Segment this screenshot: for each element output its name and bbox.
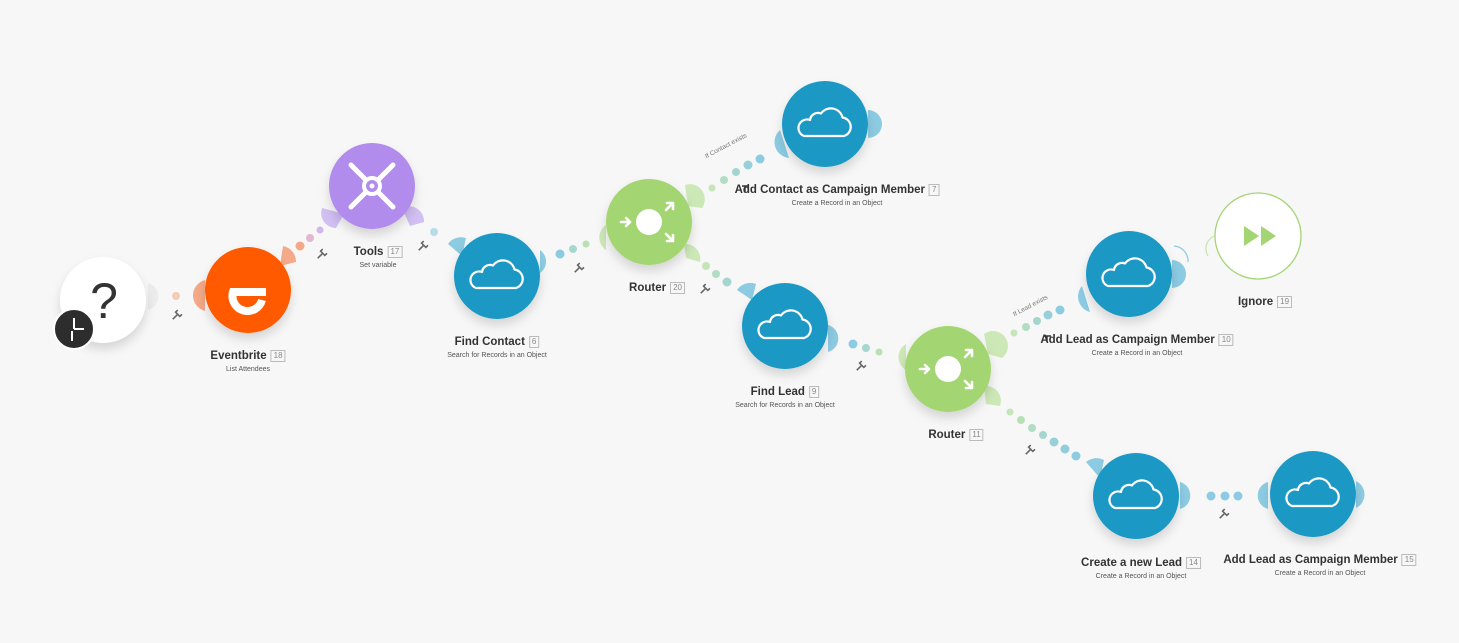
module-find-lead[interactable] bbox=[742, 283, 828, 369]
module-eventbrite[interactable] bbox=[205, 247, 291, 333]
module-router-20[interactable] bbox=[606, 179, 692, 265]
module-subtitle: List Attendees bbox=[226, 366, 270, 374]
module-subtitle: Create a Record in an Object bbox=[791, 200, 883, 208]
module-subtitle: Create a Record in an Object bbox=[1095, 573, 1187, 581]
connector-router11-addlead10[interactable] bbox=[984, 235, 1215, 358]
wrench-icon[interactable] bbox=[316, 248, 328, 260]
module-subtitle: Create a Record in an Object bbox=[1091, 350, 1183, 358]
module-number: 11 bbox=[969, 429, 984, 441]
module-number: 15 bbox=[1401, 554, 1417, 566]
module-number: 18 bbox=[270, 350, 286, 362]
connector-router20-addcontact[interactable] bbox=[685, 110, 882, 208]
module-subtitle: Set variable bbox=[359, 262, 397, 270]
connector-eventbrite-tools[interactable] bbox=[280, 226, 324, 267]
module-title: Eventbrite bbox=[210, 350, 267, 363]
cursor-mark bbox=[742, 185, 749, 192]
connector-router11-createlead[interactable] bbox=[984, 385, 1104, 478]
module-title: Tools bbox=[353, 246, 384, 259]
clock-icon[interactable] bbox=[53, 308, 95, 350]
module-router-11[interactable] bbox=[905, 326, 991, 412]
connector-createlead-addlead15[interactable] bbox=[1180, 481, 1365, 509]
module-number: 6 bbox=[528, 336, 540, 348]
module-create-lead[interactable] bbox=[1093, 453, 1179, 539]
module-title: Router bbox=[928, 429, 966, 442]
wrench-icon[interactable] bbox=[171, 309, 183, 321]
wrench-icon[interactable] bbox=[699, 283, 711, 295]
module-number: 20 bbox=[670, 282, 685, 294]
module-title: Find Lead bbox=[750, 386, 805, 399]
module-title: Router bbox=[629, 282, 667, 295]
module-tools[interactable] bbox=[329, 143, 415, 229]
module-subtitle: Create a Record in an Object bbox=[1274, 570, 1366, 578]
cursor-mark bbox=[1044, 335, 1051, 342]
module-find-contact[interactable] bbox=[454, 233, 540, 319]
module-title: Add Lead as Campaign Member bbox=[1040, 334, 1215, 347]
wrench-icon[interactable] bbox=[573, 262, 585, 274]
connector-findlead-router11[interactable] bbox=[828, 325, 906, 370]
connector-findcontact-router20[interactable] bbox=[540, 225, 606, 273]
tools-icon bbox=[348, 162, 396, 210]
wrench-icon[interactable] bbox=[855, 360, 867, 372]
module-title: Create a new Lead bbox=[1081, 557, 1183, 570]
module-number: 19 bbox=[1277, 296, 1293, 308]
module-title: Add Lead as Campaign Member bbox=[1223, 554, 1398, 567]
module-subtitle: Search for Records in an Object bbox=[735, 402, 835, 410]
connector-trigger-eventbrite[interactable] bbox=[148, 280, 205, 311]
module-subtitle: Search for Records in an Object bbox=[447, 352, 547, 360]
module-number: 9 bbox=[808, 386, 820, 398]
module-add-contact-campaign[interactable] bbox=[782, 81, 868, 167]
fast-forward-icon bbox=[1244, 226, 1276, 246]
module-title: Find Contact bbox=[454, 336, 525, 349]
module-add-lead-campaign-10[interactable] bbox=[1086, 231, 1172, 317]
module-ignore[interactable] bbox=[1214, 192, 1302, 280]
module-add-lead-campaign-15[interactable] bbox=[1270, 451, 1356, 537]
eventbrite-logo-icon bbox=[228, 288, 266, 316]
wrench-icon[interactable] bbox=[1218, 508, 1230, 520]
module-title: Ignore bbox=[1237, 296, 1274, 309]
module-number: 17 bbox=[387, 246, 403, 258]
module-number: 14 bbox=[1186, 557, 1201, 569]
module-number: 7 bbox=[928, 184, 940, 196]
module-title: Add Contact as Campaign Member bbox=[734, 184, 925, 197]
wrench-icon[interactable] bbox=[417, 240, 429, 252]
module-trigger[interactable]: ? bbox=[53, 257, 146, 350]
question-mark-icon: ? bbox=[90, 273, 118, 329]
connector-router20-findlead[interactable] bbox=[684, 243, 756, 300]
connector-tools-findcontact[interactable] bbox=[321, 206, 466, 256]
module-number: 10 bbox=[1218, 334, 1234, 346]
wrench-icon[interactable] bbox=[1024, 444, 1036, 456]
